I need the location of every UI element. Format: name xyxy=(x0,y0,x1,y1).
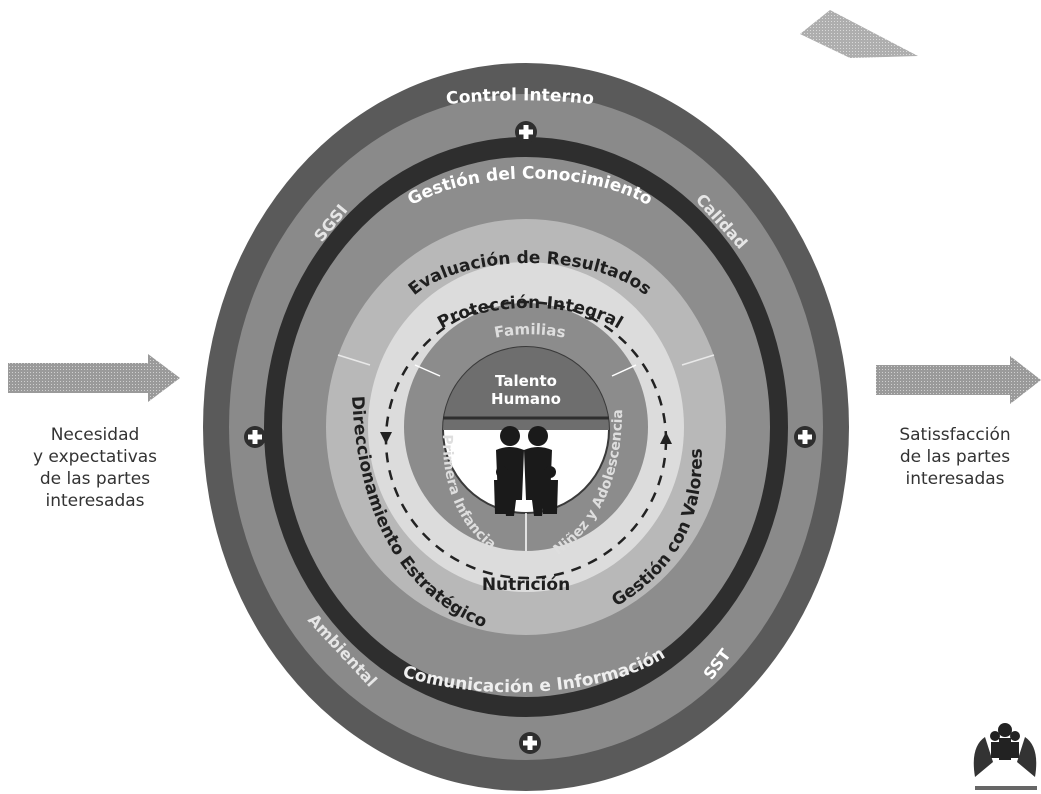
plus-icon xyxy=(794,426,816,448)
input-needs-line: de las partes xyxy=(39,469,151,489)
center-top-half xyxy=(443,347,609,430)
label-humano: Humano xyxy=(491,390,561,408)
plus-icon xyxy=(519,732,541,754)
output-satisfaction-text: Satissfacción de las partes interesadas xyxy=(880,424,1030,490)
output-satisfaction-line: Satissfacción xyxy=(899,425,1011,445)
input-needs-line: Necesidad xyxy=(50,425,140,445)
label-nutricion: Nutrición xyxy=(482,575,570,595)
input-needs-line: y expectativas xyxy=(32,447,158,467)
cycle-arrow-down-icon xyxy=(380,432,392,444)
plus-icon xyxy=(515,121,537,143)
output-satisfaction-line: de las partes xyxy=(899,447,1011,467)
divider-light-left xyxy=(337,354,371,366)
family-icon xyxy=(494,426,558,516)
divider-light-right xyxy=(681,354,715,366)
arrow-right-icon xyxy=(876,356,1041,404)
input-needs-text: Necesidad y expectativas de las partes i… xyxy=(10,424,180,512)
faded-arrow-shape xyxy=(800,10,918,58)
logo-icon xyxy=(973,723,1037,790)
cycle-arrow-up-icon xyxy=(660,432,672,444)
plus-icon xyxy=(244,426,266,448)
divider-right xyxy=(611,364,637,377)
input-needs-line: interesadas xyxy=(45,491,145,511)
label-control-interno: Control Interno xyxy=(445,85,595,109)
output-satisfaction-line: interesadas xyxy=(905,469,1005,489)
label-talento: Talento xyxy=(495,372,557,390)
label-familias: Familias xyxy=(493,320,567,342)
arrow-right-icon xyxy=(8,354,180,402)
divider-left xyxy=(414,364,441,377)
